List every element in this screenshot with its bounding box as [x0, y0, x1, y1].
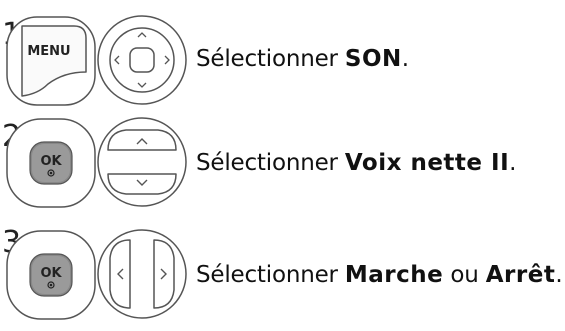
- left-right-nav-pad-icon[interactable]: [96, 228, 196, 328]
- up-down-nav-pad-icon[interactable]: [96, 116, 196, 216]
- instruction-menu-name: SON: [344, 46, 402, 72]
- instruction-option-off: Arrêt: [485, 262, 556, 288]
- ok-key-label: OK: [40, 154, 62, 169]
- step-2-instruction: Sélectionner Voix nette II.: [196, 150, 516, 176]
- instruction-text: Sélectionner: [196, 262, 345, 288]
- ok-button-icon[interactable]: OK: [4, 228, 104, 328]
- instruction-punctuation: .: [555, 262, 563, 288]
- four-way-nav-pad-icon[interactable]: [96, 14, 196, 114]
- ok-key-label: OK: [40, 266, 62, 281]
- step-3: 3 OK Sélectionner Marche ou Arrêt.: [0, 220, 565, 320]
- instruction-option-on: Marche: [344, 262, 444, 288]
- menu-button-icon[interactable]: MENU: [4, 14, 104, 114]
- ok-button-icon[interactable]: OK: [4, 116, 104, 216]
- instruction-connector: ou: [443, 262, 486, 288]
- step-2: 2 OK Sélectionner Voix nette II.: [0, 110, 565, 210]
- step-3-instruction: Sélectionner Marche ou Arrêt.: [196, 262, 563, 288]
- step-1-instruction: Sélectionner SON.: [196, 46, 409, 72]
- instruction-text: Sélectionner: [196, 46, 345, 72]
- instruction-menu-name: Voix nette II: [344, 150, 510, 176]
- instruction-punctuation: .: [401, 46, 409, 72]
- instruction-text: Sélectionner: [196, 150, 345, 176]
- step-1: 1 MENU Sélectionner SON.: [0, 0, 565, 106]
- instruction-punctuation: .: [509, 150, 517, 176]
- menu-key-label: MENU: [27, 44, 70, 59]
